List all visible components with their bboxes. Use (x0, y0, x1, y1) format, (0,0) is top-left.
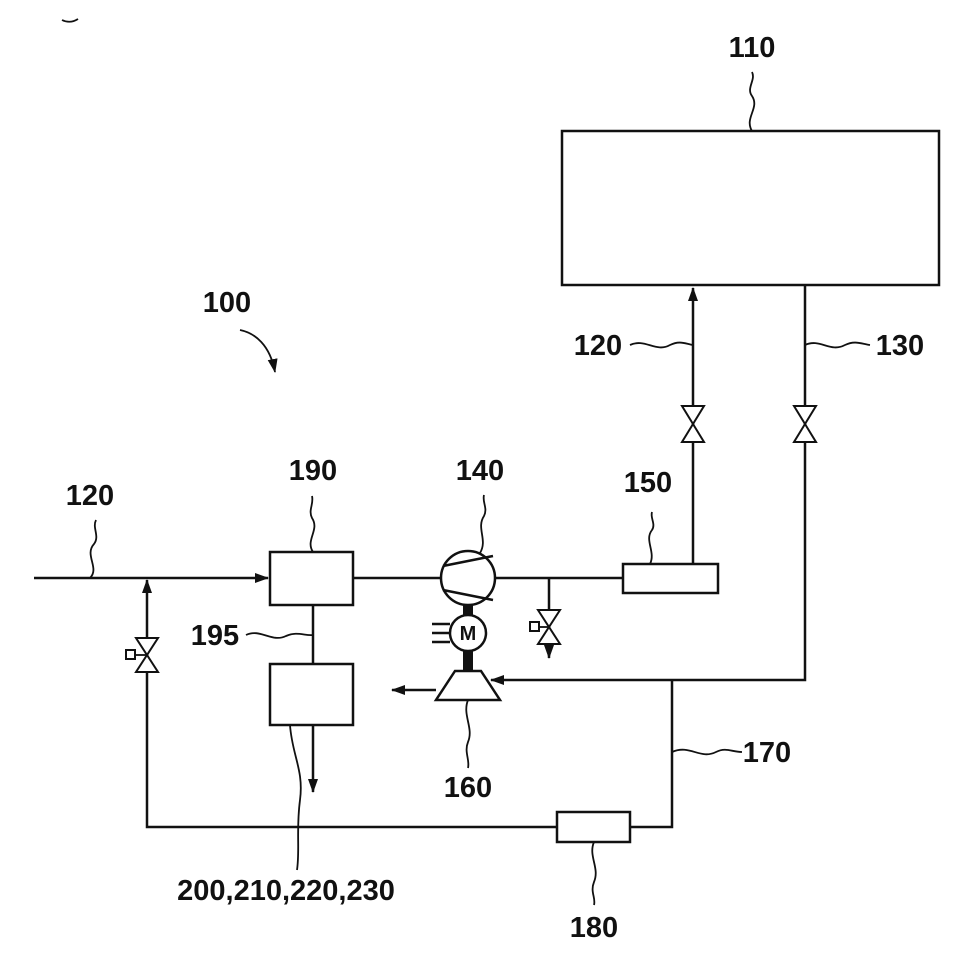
corner-mark (62, 19, 78, 22)
label-exhaust-line: 130 (876, 330, 924, 362)
leader-120-top (630, 343, 693, 348)
label-system: 100 (203, 287, 251, 319)
unit-190-block (270, 552, 353, 605)
leader-160 (466, 700, 469, 768)
leader-195 (246, 633, 313, 638)
label-supply-line-top: 120 (574, 330, 622, 362)
supply-valve-icon (682, 406, 704, 442)
fuel-cell-stack-block (562, 131, 939, 285)
leader-sensor-group (290, 725, 301, 870)
exhaust-valve-icon (794, 406, 816, 442)
label-supply-line-inlet: 120 (66, 480, 114, 512)
return-line (630, 680, 672, 827)
leader-180 (592, 842, 595, 905)
return-component-block (557, 812, 630, 842)
leader-140 (480, 495, 485, 553)
leader-190 (311, 496, 315, 552)
shaft-upper (463, 605, 473, 615)
sensor-group-block (270, 664, 353, 725)
label-unit-190: 190 (289, 455, 337, 487)
label-sensor-group: 200,210,220,230 (177, 875, 395, 907)
label-return-line: 170 (743, 737, 791, 769)
leader-150 (649, 512, 653, 564)
cooler-block (623, 564, 718, 593)
label-return-component: 180 (570, 912, 618, 944)
turbine-icon (436, 671, 500, 700)
return-valve-icon (126, 638, 158, 672)
system-pointer-arrow (240, 330, 275, 372)
shaft-lower (463, 651, 473, 671)
motor-letter: M (460, 623, 477, 645)
bypass-valve-icon (530, 610, 560, 644)
label-fuel-cell-stack: 110 (729, 32, 776, 64)
leader-170 (672, 750, 742, 755)
label-cooler: 150 (624, 467, 672, 499)
compressor-icon (441, 551, 495, 605)
label-turbine: 160 (444, 772, 492, 804)
label-compressor: 140 (456, 455, 504, 487)
label-connection-195: 195 (191, 620, 239, 652)
leader-130 (805, 343, 870, 348)
leader-110 (750, 72, 755, 131)
leader-120-inlet (90, 520, 96, 578)
